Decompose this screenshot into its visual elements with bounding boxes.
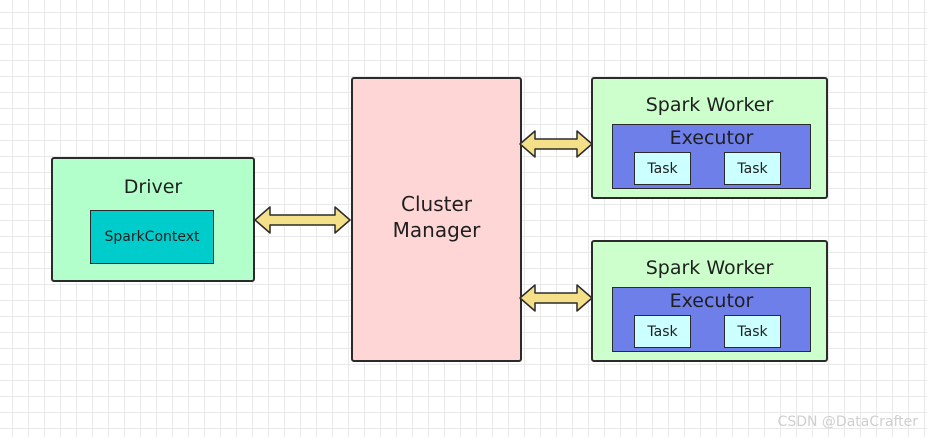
spark-worker-title: Spark Worker [645,257,774,279]
double-arrow-icon-cluster-worker2 [519,284,593,312]
executor-title: Executor [669,127,754,149]
executor-title: Executor [669,290,754,312]
spark-worker-2: Spark Worker Executor Task Task [591,240,828,362]
task-box: Task [724,315,781,348]
watermark: CSDN @DataCrafter [777,414,918,430]
task-box: Task [724,152,781,185]
cluster-manager-title-line1: Cluster [401,192,472,216]
double-arrow-icon-cluster-worker1 [519,130,593,158]
task-box: Task [634,315,691,348]
driver-title: Driver [123,176,183,198]
executor-box: Executor Task Task [612,287,811,352]
double-arrow-icon-driver-cluster [254,206,351,234]
cluster-manager-title: Cluster Manager [353,191,520,243]
driver-node: Driver SparkContext [51,157,255,282]
executor-box: Executor Task Task [612,124,811,189]
task-box: Task [634,152,691,185]
cluster-manager-title-line2: Manager [392,218,481,242]
spark-worker-title: Spark Worker [645,94,774,116]
sparkcontext-box: SparkContext [90,210,214,264]
cluster-manager-node: Cluster Manager [351,77,522,362]
spark-worker-1: Spark Worker Executor Task Task [591,77,828,199]
